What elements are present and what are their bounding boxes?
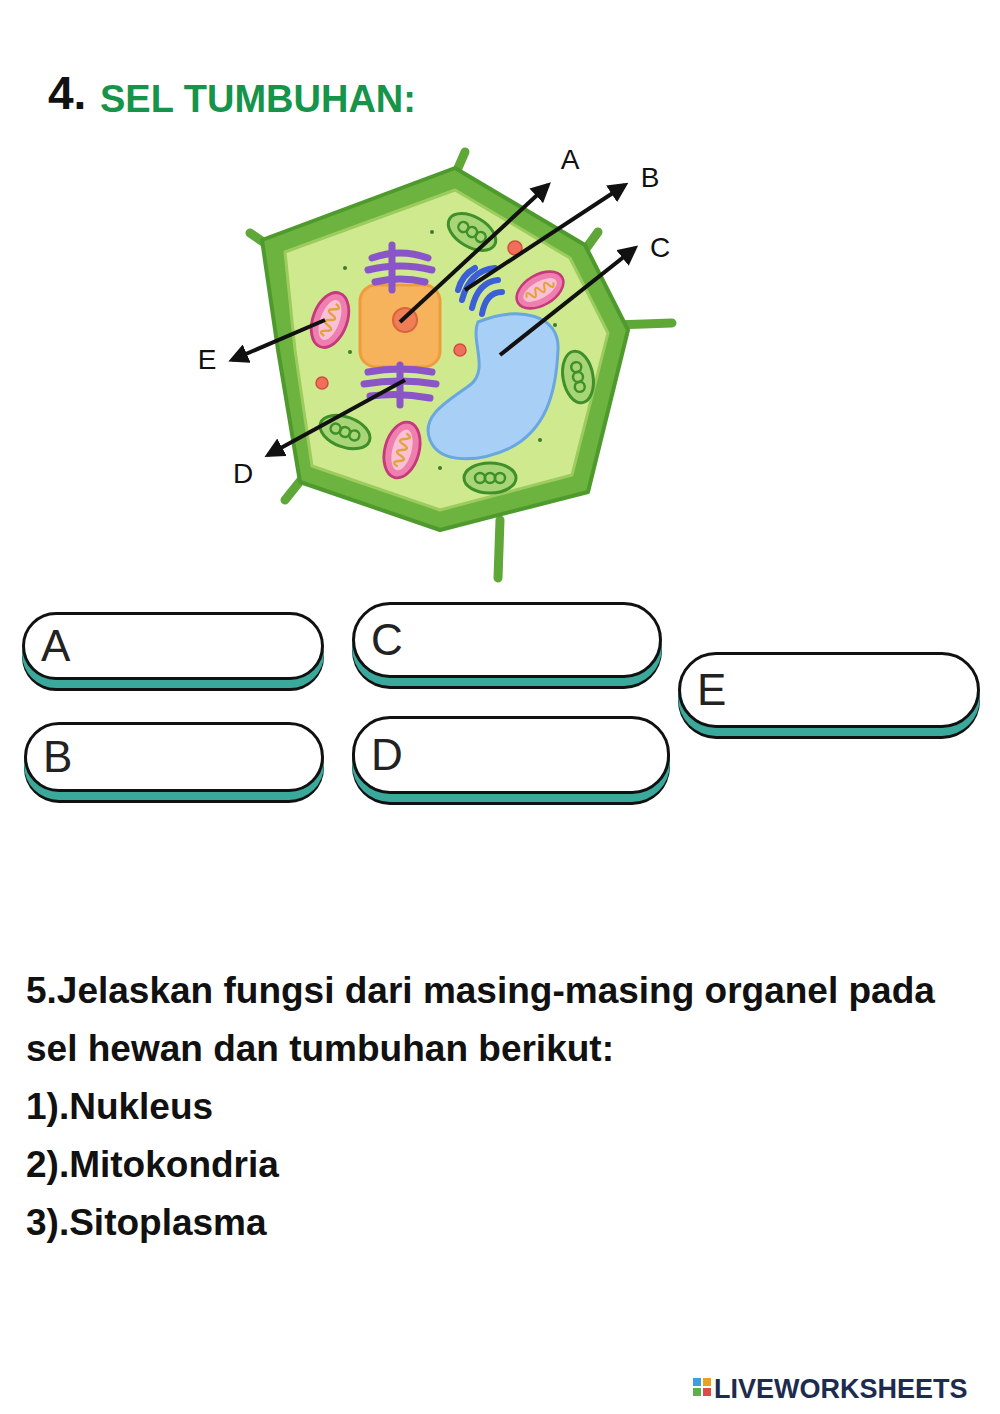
question-item: 1).Nukleus <box>26 1078 981 1136</box>
answer-letter: A <box>41 624 70 668</box>
question-number: 4. <box>48 66 86 120</box>
answer-box: C <box>352 602 662 678</box>
watermark: LIVEWORKSHEETS <box>714 1374 968 1405</box>
question-item: 3).Sitoplasma <box>26 1194 981 1252</box>
answer-letter: C <box>371 618 403 662</box>
answer-letter: E <box>697 668 726 712</box>
callout-letter: A <box>561 144 580 176</box>
answer-box: D <box>352 716 670 794</box>
callout-letter: B <box>641 162 660 194</box>
callout-letter: D <box>233 458 253 490</box>
question-text: 5.Jelaskan fungsi dari masing-masing org… <box>26 962 981 1078</box>
answer-box: B <box>24 722 324 792</box>
answer-letter: D <box>371 733 403 777</box>
answer-box: E <box>678 652 980 728</box>
callout-letter: E <box>198 344 217 376</box>
worksheet-title: SEL TUMBUHAN: <box>100 78 416 121</box>
question-block: 5.Jelaskan fungsi dari masing-masing org… <box>26 962 981 1252</box>
question-item: 2).Mitokondria <box>26 1136 981 1194</box>
answer-box: A <box>22 612 324 680</box>
answer-letter: B <box>43 735 72 779</box>
callout-letter: C <box>650 232 670 264</box>
